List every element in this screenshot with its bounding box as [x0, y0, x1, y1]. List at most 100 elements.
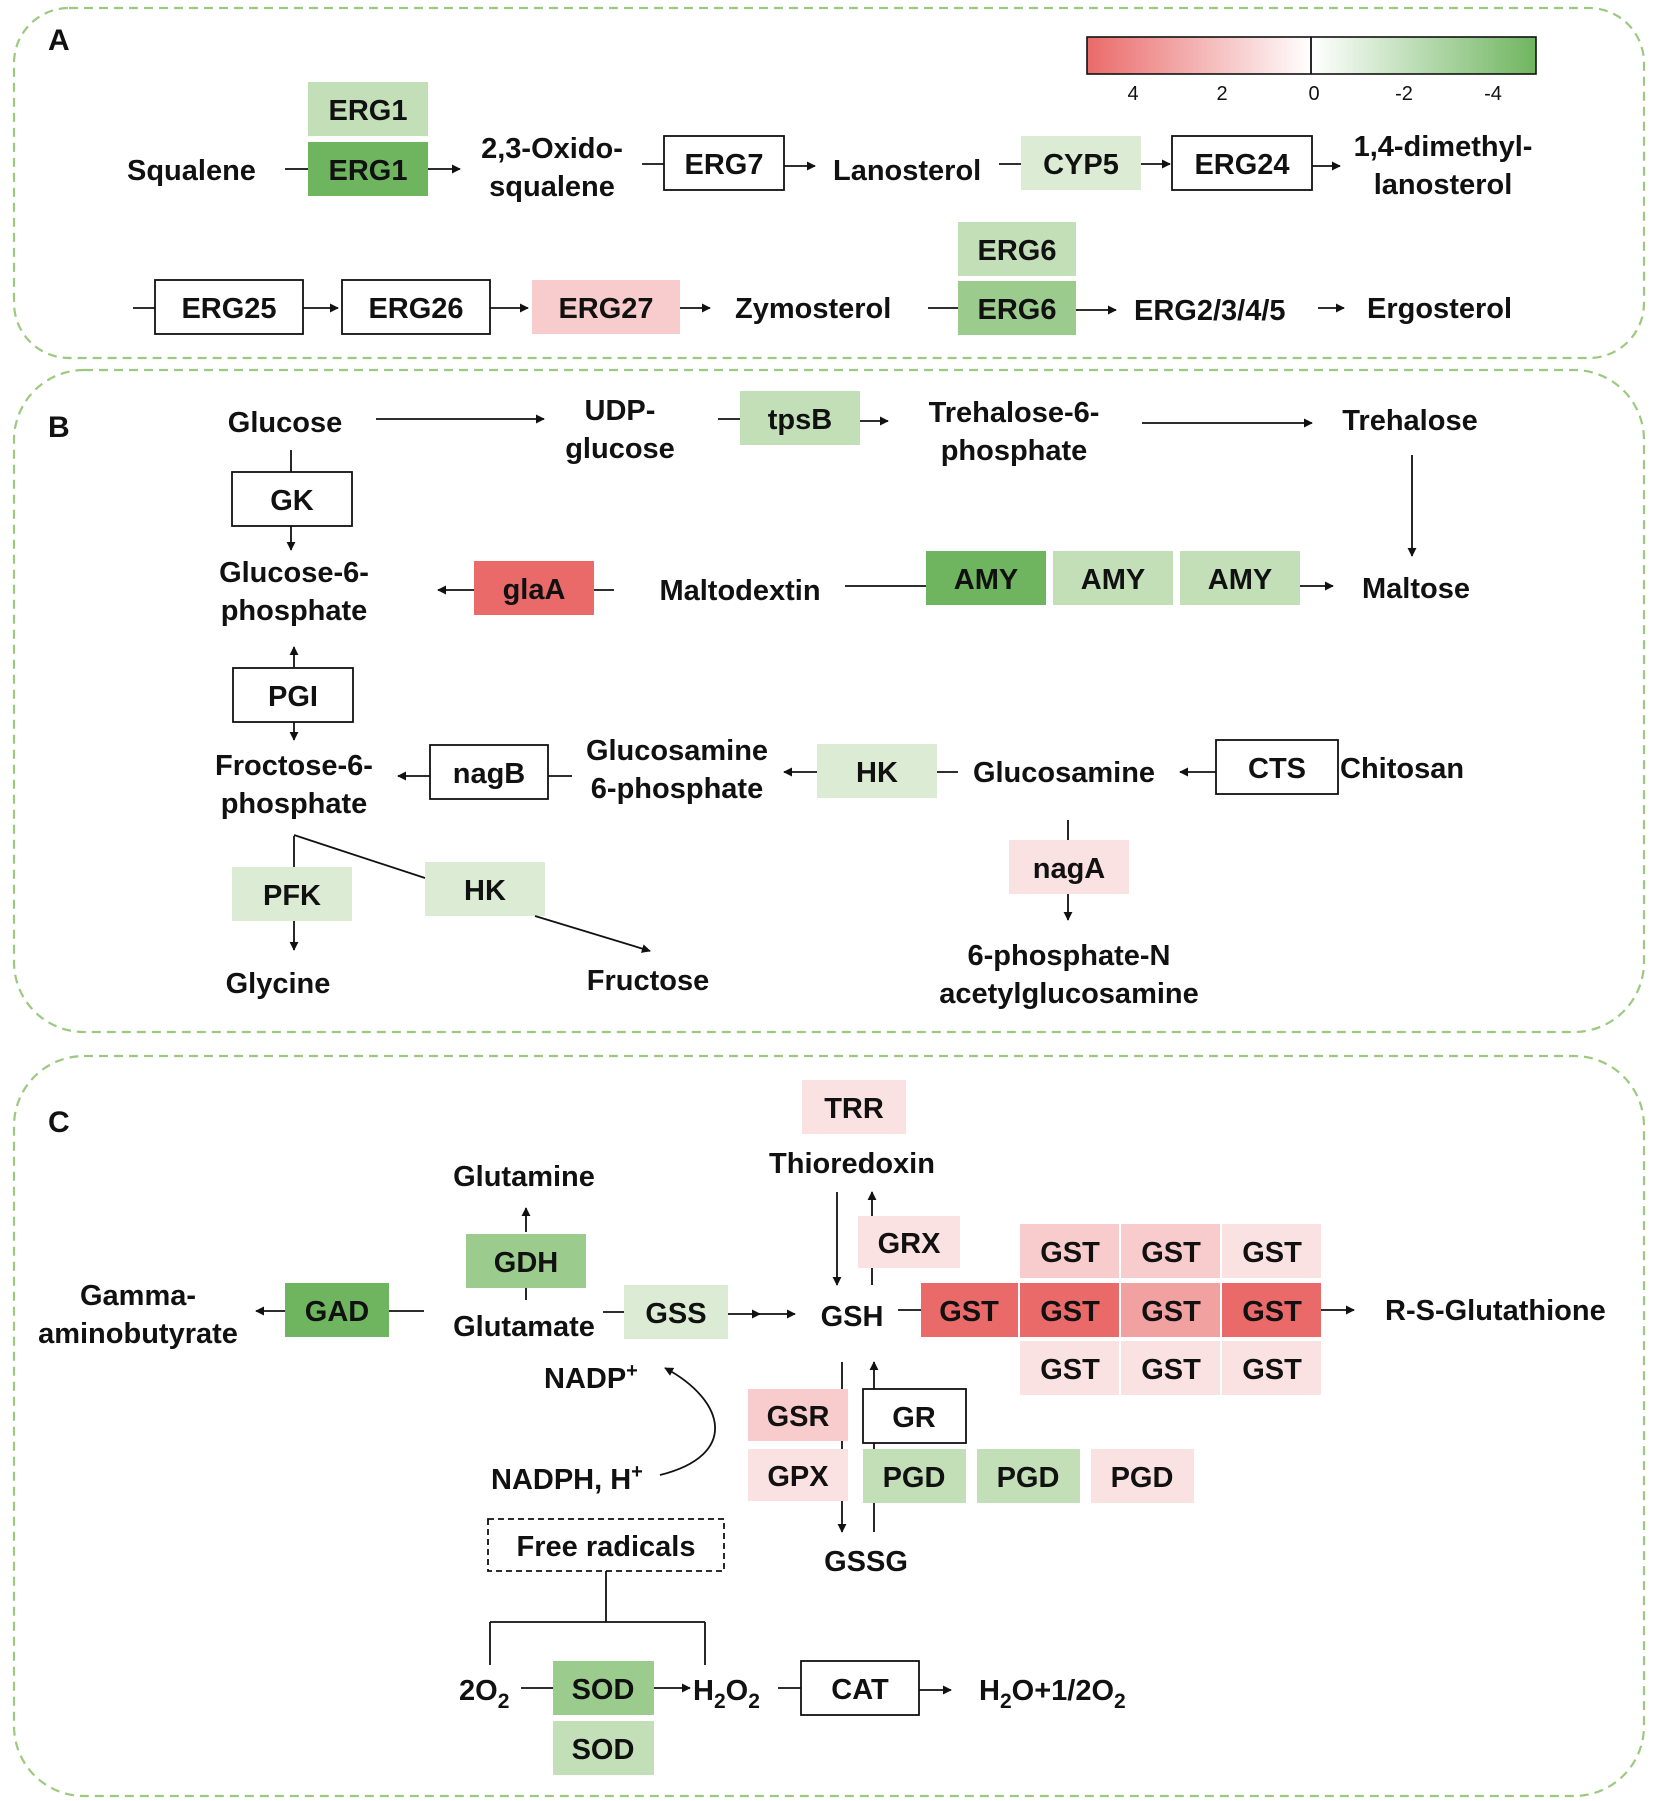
metabolite-maltose: Maltose [1362, 573, 1470, 605]
enzyme-sod-2-label: SOD [572, 1734, 635, 1766]
enzyme-nagb-label: nagB [453, 758, 526, 790]
metabolite-h2o-halfo2: H2O+1/2O2 [979, 1675, 1126, 1713]
enzyme-cts-label: CTS [1248, 753, 1306, 785]
panel-a-frame [12, 6, 1646, 360]
enzyme-gst-top-2 [1121, 1224, 1220, 1278]
enzyme-amy-3 [1180, 551, 1300, 605]
enzyme-erg24-label: ERG24 [1194, 149, 1289, 181]
enzyme-gst-bottom-1 [1020, 1341, 1119, 1395]
enzyme-gst-top-1 [1020, 1224, 1119, 1278]
enzyme-gk-label: GK [270, 485, 314, 517]
enzyme-gst-main-0-label: GST [939, 1296, 999, 1328]
enzyme-pgd-1-label: PGD [883, 1462, 946, 1494]
enzyme-gst-main-2 [1121, 1283, 1220, 1337]
legend-tick: -2 [1395, 83, 1413, 105]
enzyme-amy-1-label: AMY [954, 564, 1018, 596]
panel-b-label: B [48, 411, 70, 444]
enzyme-gst-top-1-label: GST [1040, 1237, 1100, 1269]
metabolite-oxidosqualene-line2: squalene [489, 171, 615, 203]
enzyme-gst-main-1-label: GST [1040, 1296, 1100, 1328]
legend-tick: 0 [1308, 83, 1319, 105]
metabolite-fructose6p-line2: phosphate [221, 788, 368, 820]
enzyme-grx [858, 1216, 960, 1268]
enzyme-gst-bottom-2 [1121, 1341, 1220, 1395]
metabolite-h2o2: H2O2 [693, 1675, 760, 1713]
enzyme-pfk [232, 867, 352, 921]
enzyme-amy-1 [926, 551, 1046, 605]
enzyme-gst-bottom-3-label: GST [1242, 1354, 1302, 1386]
legend-tick: 4 [1127, 83, 1138, 105]
enzyme-erg24 [1171, 135, 1313, 191]
enzyme-gr [862, 1388, 967, 1444]
metabolite-glucose: Glucose [228, 407, 342, 439]
enzyme-cat-label: CAT [831, 1674, 889, 1706]
enzyme-erg26-label: ERG26 [368, 293, 463, 325]
enzyme-erg7 [663, 135, 785, 191]
enzyme-sod-2 [553, 1721, 654, 1775]
metabolite-glutamate: Glutamate [453, 1311, 595, 1343]
enzyme-glaa-label: glaA [503, 574, 566, 606]
metabolite-udpglucose-line2: glucose [565, 433, 675, 465]
enzyme-gst-top-3-label: GST [1242, 1237, 1302, 1269]
enzyme-pgd-3-label: PGD [1111, 1462, 1174, 1494]
enzyme-gss-label: GSS [645, 1298, 706, 1330]
metabolite-dimethyllanosterol-line1: 1,4-dimethyl- [1354, 131, 1533, 163]
enzyme-grx-label: GRX [878, 1228, 942, 1260]
enzyme-gst-main-1 [1020, 1283, 1119, 1337]
metabolite-maltodextin: Maltodextin [659, 575, 820, 607]
enzyme-gst-bottom-2-label: GST [1141, 1354, 1201, 1386]
enzyme-naga [1009, 840, 1129, 894]
metabolite-nacetylglucosamine6p-line1: 6-phosphate-N [968, 940, 1171, 972]
enzyme-amy-2-label: AMY [1081, 564, 1145, 596]
enzyme-cyp5 [1021, 136, 1141, 190]
enzyme-gsr [748, 1389, 848, 1441]
metabolite-free-radicals: Free radicals [517, 1531, 696, 1563]
enzyme-erg1-top-label: ERG1 [329, 95, 408, 127]
enzyme-gdh [466, 1234, 586, 1288]
enzyme-pgd-2-label: PGD [997, 1462, 1060, 1494]
enzyme-naga-label: nagA [1033, 853, 1106, 885]
metabolite-glycine: Glycine [226, 968, 331, 1000]
enzyme-pgd-2 [977, 1449, 1080, 1503]
enzyme-gst-main-3 [1222, 1283, 1321, 1337]
legend-tick: 2 [1216, 83, 1227, 105]
metabolite-gaba-line2: aminobutyrate [38, 1318, 238, 1350]
enzyme-cyp5-label: CYP5 [1043, 149, 1119, 181]
metabolite-dimethyllanosterol-line2: lanosterol [1374, 169, 1513, 201]
metabolite-thioredoxin: Thioredoxin [769, 1148, 935, 1180]
enzyme-gsr-label: GSR [767, 1401, 830, 1433]
enzyme-pgd-3 [1091, 1449, 1194, 1503]
metabolite-glucosamine6p-line2: 6-phosphate [591, 773, 763, 805]
panel-c-label: C [48, 1106, 70, 1139]
enzyme-gst-top-2-label: GST [1141, 1237, 1201, 1269]
enzyme-erg27 [532, 280, 680, 334]
metabolite-glucose6p-line2: phosphate [221, 595, 368, 627]
enzyme-erg6 [958, 281, 1076, 335]
enzyme-hk-2-label: HK [464, 875, 506, 907]
metabolite-oxidosqualene-line1: 2,3-Oxido- [481, 133, 623, 165]
metabolite-glucosamine: Glucosamine [973, 757, 1155, 789]
metabolite-fructose6p-line1: Froctose-6- [215, 750, 373, 782]
enzyme-gpx [748, 1449, 848, 1501]
enzyme-amy-2 [1053, 551, 1173, 605]
enzyme-gst-main-3-label: GST [1242, 1296, 1302, 1328]
enzyme-erg1 [308, 142, 428, 196]
enzyme-pfk-label: PFK [263, 880, 321, 912]
enzyme-hk-1 [817, 744, 937, 798]
metabolite-trehalose6p-line1: Trehalose-6- [929, 397, 1100, 429]
enzyme-erg25 [154, 279, 304, 335]
enzyme-sod-1 [553, 1661, 654, 1715]
enzyme-gst-main-2-label: GST [1141, 1296, 1201, 1328]
enzyme-pgi [232, 667, 354, 723]
enzyme-tpsb-label: tpsB [768, 404, 832, 436]
enzyme-erg1-label: ERG1 [329, 155, 408, 187]
enzyme-trr-label: TRR [824, 1093, 884, 1125]
metabolite-nacetylglucosamine6p-line2: acetylglucosamine [939, 978, 1199, 1010]
enzyme-erg7-label: ERG7 [685, 149, 764, 181]
enzyme-gpx-label: GPX [767, 1461, 829, 1493]
metabolite-gsh: GSH [821, 1301, 884, 1333]
enzyme-sod-1-label: SOD [572, 1674, 635, 1706]
enzyme-gst-bottom-1-label: GST [1040, 1354, 1100, 1386]
enzyme-hk-1-label: HK [856, 757, 898, 789]
